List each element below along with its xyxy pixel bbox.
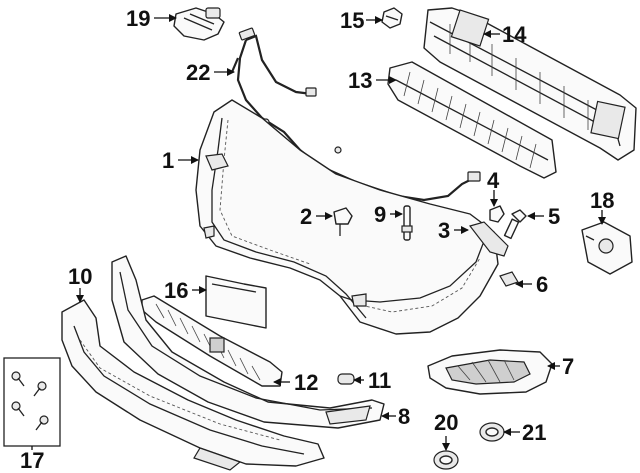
part-4-bolt (489, 205, 505, 223)
part-11-clip (337, 373, 355, 385)
callout-1: 1 (162, 148, 174, 173)
leader-arrows (31, 14, 606, 451)
callout-20: 20 (434, 410, 458, 435)
callout-14: 14 (502, 22, 527, 47)
part-10-lower-valance (61, 299, 325, 471)
callout-4: 4 (487, 168, 500, 193)
callout-9: 9 (374, 202, 386, 227)
callout-22: 22 (186, 60, 210, 85)
part-16-license-bracket (205, 275, 267, 329)
part-20-sensor (433, 450, 459, 470)
part-19-sensor-module (173, 7, 225, 41)
part-5-bolt (503, 209, 527, 240)
part-7-fog-lamp-bezel (427, 349, 553, 395)
part-17-screw-set (3, 357, 61, 447)
callout-10: 10 (68, 264, 92, 289)
part-6-nut-clip (499, 271, 519, 287)
callout-12: 12 (294, 370, 318, 395)
part-9-stud (401, 205, 413, 241)
callout-21: 21 (522, 420, 546, 445)
callout-17: 17 (20, 448, 44, 473)
callout-2: 2 (300, 204, 312, 229)
callout-19: 19 (126, 6, 150, 31)
part-2-push-pin (333, 207, 353, 236)
callout-5: 5 (548, 204, 560, 229)
part-8-skid-plate (111, 255, 385, 429)
callout-13: 13 (348, 68, 372, 93)
callout-numbers: 19 15 14 22 13 1 4 2 9 5 18 3 6 10 16 7 … (20, 6, 614, 473)
callout-16: 16 (164, 278, 188, 303)
callout-15: 15 (340, 8, 364, 33)
part-21-sensor-bezel (479, 422, 505, 442)
callout-3: 3 (438, 218, 450, 243)
callout-8: 8 (398, 404, 410, 429)
part-12-lower-grille (141, 295, 283, 387)
part-14-reinforcement-bar (423, 7, 637, 161)
callout-7: 7 (562, 354, 574, 379)
part-15-clip (381, 7, 403, 29)
callout-11: 11 (368, 368, 391, 393)
part-13-energy-absorber (387, 61, 557, 179)
callout-18: 18 (590, 188, 614, 213)
part-3-bracket (468, 221, 509, 257)
part-18-bracket-plate (581, 221, 633, 275)
callout-6: 6 (536, 272, 548, 297)
